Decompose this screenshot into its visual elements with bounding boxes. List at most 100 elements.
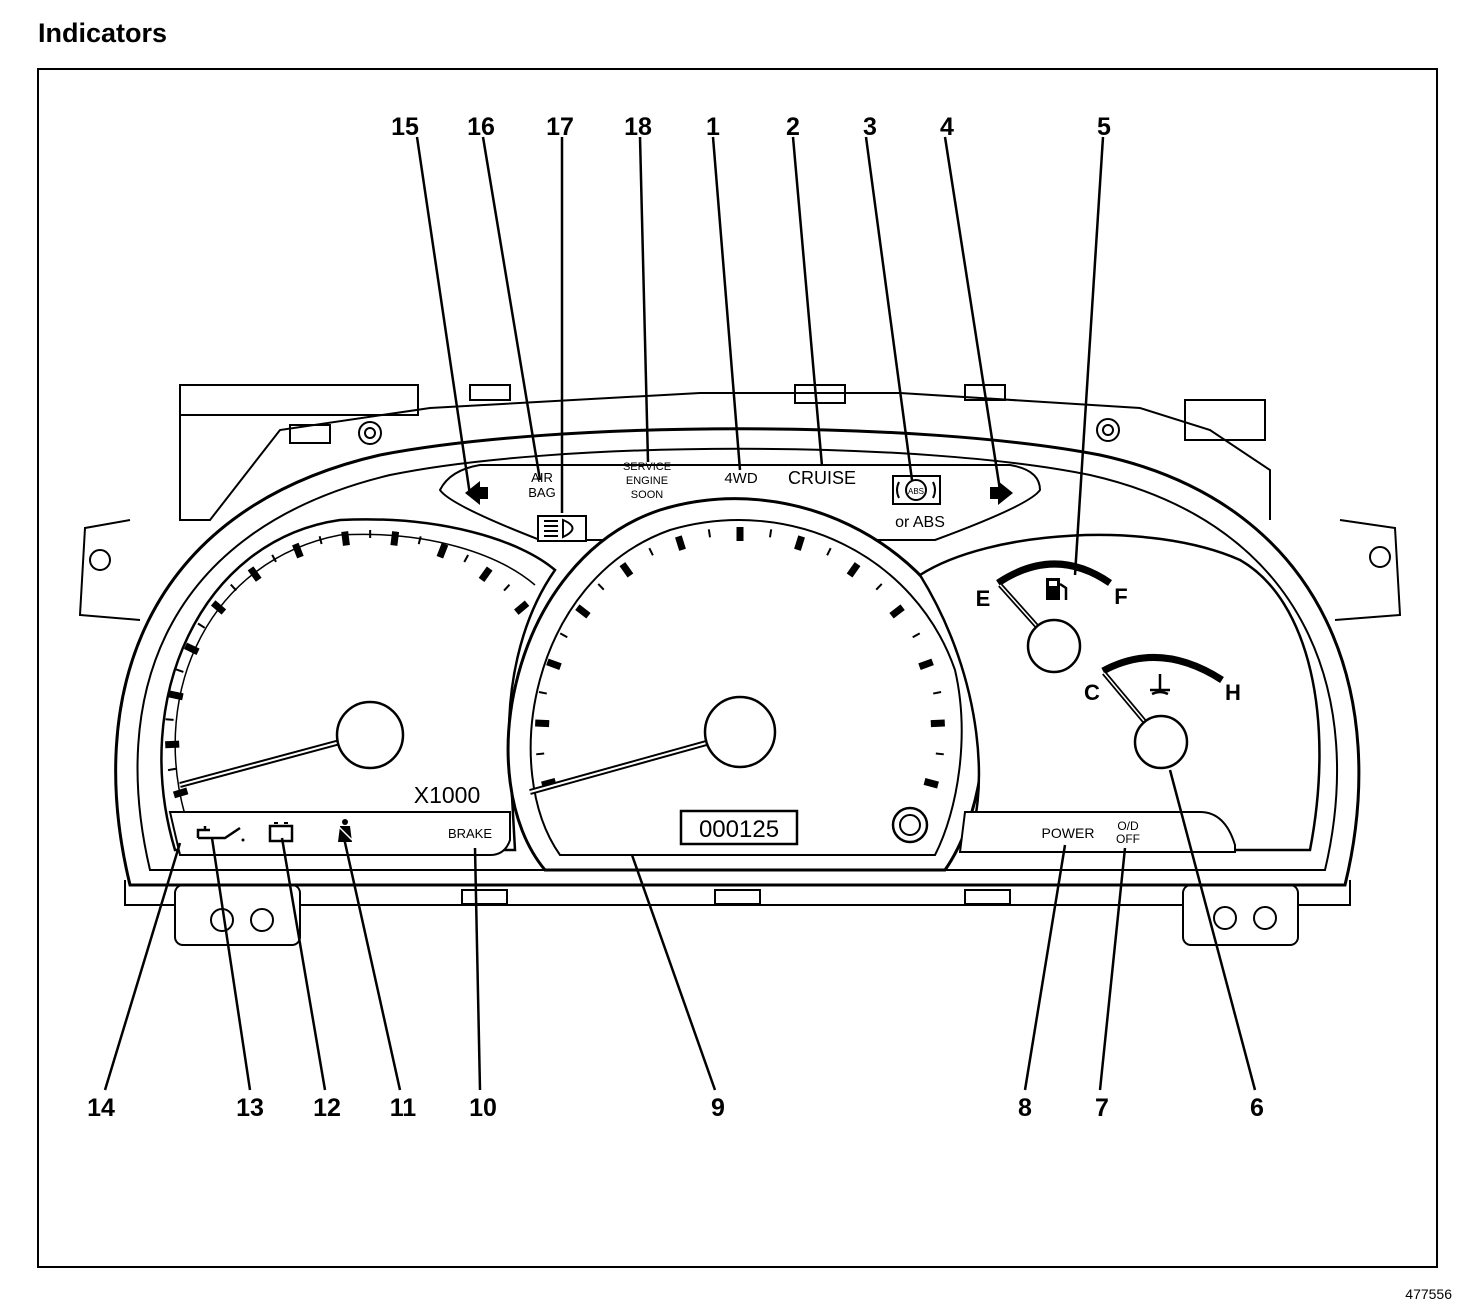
- callout-14: 14: [87, 1094, 115, 1122]
- tachometer: X1000: [160, 518, 557, 856]
- 4wd-indicator: 4WD: [724, 470, 758, 487]
- fuel-empty-label: E: [976, 586, 991, 611]
- tach-tick: [478, 566, 493, 582]
- speedo-tick: [826, 547, 832, 556]
- oil-can-icon: [196, 826, 241, 840]
- airbag-label-line2: BAG: [528, 485, 555, 500]
- ses-label-line2: ENGINE: [626, 475, 668, 487]
- speedo-tick: [546, 658, 562, 670]
- speedo-tick: [536, 752, 545, 756]
- speedo-tick: [535, 719, 550, 728]
- callout-7: 7: [1095, 1094, 1109, 1122]
- callout-17: 17: [546, 113, 574, 141]
- fuel-temp-panel: E F C H: [918, 533, 1321, 853]
- coolant-temperature-gauge: C H: [1084, 653, 1241, 770]
- speedo-tick: [918, 658, 934, 670]
- speedo-tick: [768, 529, 773, 538]
- speedo-tick: [538, 691, 547, 695]
- trip-reset-button[interactable]: [891, 806, 929, 844]
- figure-id: 477556: [1405, 1286, 1452, 1302]
- tach-tick: [341, 531, 350, 546]
- tach-tick: [183, 642, 200, 655]
- tach-tick: [175, 668, 184, 673]
- odometer-reading: 000125: [699, 816, 779, 843]
- speedo-tick: [559, 632, 568, 639]
- tach-tick: [271, 554, 277, 563]
- speedo-tick: [935, 752, 944, 756]
- callout-13: 13: [236, 1094, 264, 1122]
- thermometer-icon: [1150, 674, 1170, 696]
- battery-icon: [268, 824, 294, 843]
- tach-tick: [436, 542, 449, 559]
- tach-tick-marks: [165, 529, 530, 799]
- tach-tick: [318, 536, 323, 545]
- speedo-tick: [933, 691, 942, 695]
- tach-tick: [165, 718, 174, 721]
- callout-9: 9: [711, 1094, 725, 1122]
- odometer-display: [679, 809, 799, 846]
- speedo-tick: [648, 547, 654, 556]
- right-arrow-icon: [990, 481, 1013, 505]
- right-turn-signal-indicator: [990, 481, 1013, 505]
- od-label-line2: OFF: [1116, 832, 1140, 846]
- fuel-hub: [1026, 618, 1082, 674]
- airbag-label-line1: AIR: [531, 470, 553, 485]
- ses-label-line3: SOON: [631, 489, 663, 501]
- callout-18: 18: [624, 113, 652, 141]
- service-engine-soon-indicator: SERVICE ENGINE SOON: [623, 461, 671, 501]
- speedometer: 000125: [506, 497, 986, 872]
- left-arrow-icon: [465, 481, 488, 505]
- speedo-tick: [619, 562, 634, 578]
- cruise-indicator: CRUISE: [788, 468, 856, 488]
- charging-system-indicator: [268, 822, 294, 843]
- tach-multiplier-label: X1000: [414, 782, 481, 808]
- tach-tick: [292, 542, 304, 559]
- speedo-tick: [541, 778, 557, 789]
- tach-tick: [165, 740, 180, 749]
- tach-tick: [172, 787, 189, 799]
- callout-12: 12: [313, 1094, 341, 1122]
- callout-8: 8: [1018, 1094, 1032, 1122]
- oil-pressure-indicator: [196, 826, 245, 842]
- callout-6: 6: [1250, 1094, 1264, 1122]
- callout-16: 16: [467, 113, 495, 141]
- fuel-full-label: F: [1114, 584, 1127, 609]
- tach-tick: [417, 536, 422, 545]
- tach-tick: [197, 622, 206, 629]
- power-indicator: POWER: [1042, 825, 1095, 841]
- speedo-tick: [794, 535, 805, 551]
- abs-alt-label: or ABS: [895, 514, 945, 531]
- speedo-hub: [703, 695, 777, 769]
- od-label-line1: O/D: [1117, 819, 1139, 833]
- tach-tick: [503, 584, 511, 592]
- abs-indicator: ABS or ABS: [892, 475, 945, 531]
- airbag-indicator: AIR BAG: [528, 470, 555, 500]
- speedo-tick: [675, 535, 686, 551]
- tach-tick: [210, 600, 227, 615]
- high-beam-indicator: [537, 515, 587, 542]
- od-off-indicator: O/D OFF: [1116, 819, 1140, 846]
- speedo-tick: [575, 604, 591, 619]
- speedo-tick: [889, 604, 905, 619]
- headlamp-high-beam-icon: [544, 518, 574, 539]
- callout-15: 15: [391, 113, 419, 141]
- brake-indicator: BRAKE: [448, 826, 492, 841]
- callout-11: 11: [390, 1094, 417, 1122]
- temp-hub: [1133, 714, 1189, 770]
- callout-3: 3: [863, 113, 877, 141]
- speedo-tick: [923, 778, 939, 789]
- speedo-tick: [707, 529, 712, 538]
- callout-4: 4: [940, 113, 954, 141]
- callout-5: 5: [1097, 113, 1111, 141]
- tach-hub: [335, 700, 405, 770]
- speedo-tick: [846, 562, 861, 578]
- callout-numbers: 15 16 17 18 1 2 3 4 5 14 13 12 11 10 9 8…: [87, 113, 1264, 1122]
- speedo-tick: [930, 719, 945, 728]
- tach-tick: [247, 566, 262, 582]
- abs-icon-text: ABS: [908, 487, 924, 496]
- ses-label-line1: SERVICE: [623, 461, 671, 473]
- fuel-pump-icon: [1046, 578, 1068, 600]
- tach-tick: [230, 583, 237, 592]
- left-turn-signal-indicator: [465, 481, 488, 505]
